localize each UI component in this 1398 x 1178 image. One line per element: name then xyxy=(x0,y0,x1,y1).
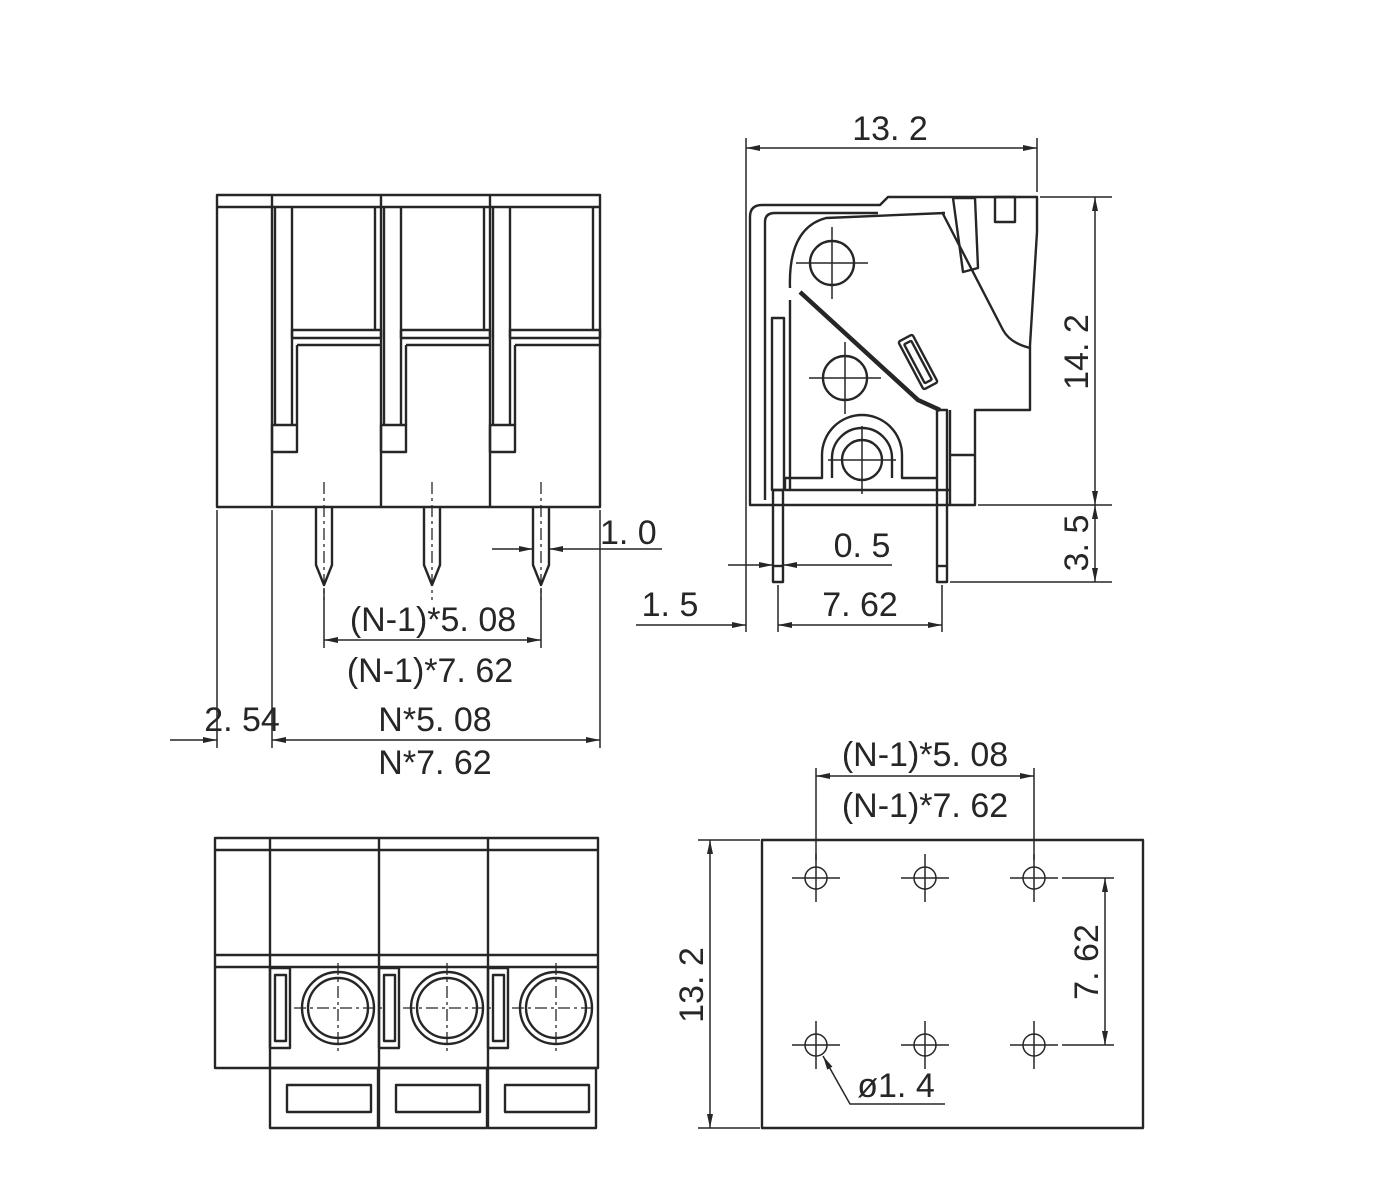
label-height: 14. 2 xyxy=(1058,314,1096,390)
label-pin-span-7-62: (N-1)*7. 62 xyxy=(347,652,513,690)
label-end-offset: 2. 54 xyxy=(204,701,280,739)
leader-hole-diameter xyxy=(822,1055,945,1105)
label-pin-width: 1. 0 xyxy=(600,514,657,552)
side-lever-window xyxy=(897,333,939,391)
front-pin-centerlines xyxy=(323,482,542,600)
front-release-tab xyxy=(488,423,517,454)
release-slot xyxy=(268,966,292,1050)
side-body xyxy=(748,195,1039,584)
side-inner-wall xyxy=(763,211,878,500)
front-release-tab xyxy=(379,423,408,454)
label-pin-offset: 1. 5 xyxy=(642,586,699,624)
side-spring-arc xyxy=(788,211,946,289)
side-pin-front xyxy=(771,488,785,584)
label-overall-7-62: N*7. 62 xyxy=(378,744,491,782)
top-view xyxy=(213,836,600,1130)
pcb-hole xyxy=(792,854,840,902)
top-pole-1 xyxy=(268,966,380,1130)
front-dimensions xyxy=(170,510,662,748)
pcb-dimensions xyxy=(698,768,1114,1129)
top-body xyxy=(213,836,600,1130)
label-depth: 13. 2 xyxy=(852,110,928,148)
label-hole-span-5-08: (N-1)*5. 08 xyxy=(842,736,1008,774)
front-body xyxy=(215,193,602,587)
label-pin-length: 3. 5 xyxy=(1058,515,1096,572)
side-clamp-lever xyxy=(798,290,941,413)
label-overall-5-08: N*5. 08 xyxy=(378,701,491,739)
pcb-holes xyxy=(792,854,1058,1069)
label-pin-thickness: 0. 5 xyxy=(834,527,891,565)
side-lever-slot xyxy=(951,196,980,274)
side-dimensions xyxy=(636,138,1112,632)
side-top-notch xyxy=(993,195,1017,224)
front-pole-3 xyxy=(488,207,602,454)
front-body-outline xyxy=(215,193,602,509)
top-pole-3 xyxy=(486,966,598,1130)
side-wire-entry-housing xyxy=(783,413,937,490)
front-pole-1 xyxy=(270,207,383,454)
label-pcb-row-pitch: 7. 62 xyxy=(1068,924,1106,1000)
pcb-hole xyxy=(1010,1021,1058,1069)
label-hole-span-7-62: (N-1)*7. 62 xyxy=(842,787,1008,825)
bottom-tab xyxy=(486,1066,598,1130)
label-pin-span-5-08: (N-1)*5. 08 xyxy=(350,601,516,639)
side-hole-crosshairs xyxy=(796,227,896,494)
pcb-layout-view: (N-1)*5. 08 (N-1)*7. 62 13. 2 7. 62 ø1. … xyxy=(673,736,1145,1130)
pcb-hole xyxy=(792,1021,840,1069)
side-view: 13. 2 14. 2 3. 5 0. 5 1. 5 7. 62 xyxy=(636,110,1112,632)
label-pcb-depth: 13. 2 xyxy=(673,947,711,1023)
pcb-hole xyxy=(901,1021,949,1069)
side-pin-rear xyxy=(935,408,949,584)
front-pole-2 xyxy=(379,207,492,454)
side-lever-edge xyxy=(940,211,1031,350)
label-hole-diameter: ø1. 4 xyxy=(857,1067,934,1105)
side-body-outline xyxy=(748,195,1039,507)
pcb-footprint-outline xyxy=(760,838,1145,1130)
top-pole-2 xyxy=(377,966,489,1130)
label-row-pitch: 7. 62 xyxy=(822,586,898,624)
pcb-hole xyxy=(1010,854,1058,902)
pcb-hole xyxy=(901,854,949,902)
front-release-tab xyxy=(270,423,299,454)
front-view: 1. 0 (N-1)*5. 08 (N-1)*7. 62 2. 54 N*5. … xyxy=(170,193,662,782)
top-hole-centerlines xyxy=(294,963,597,1053)
side-left-tab xyxy=(770,316,786,492)
